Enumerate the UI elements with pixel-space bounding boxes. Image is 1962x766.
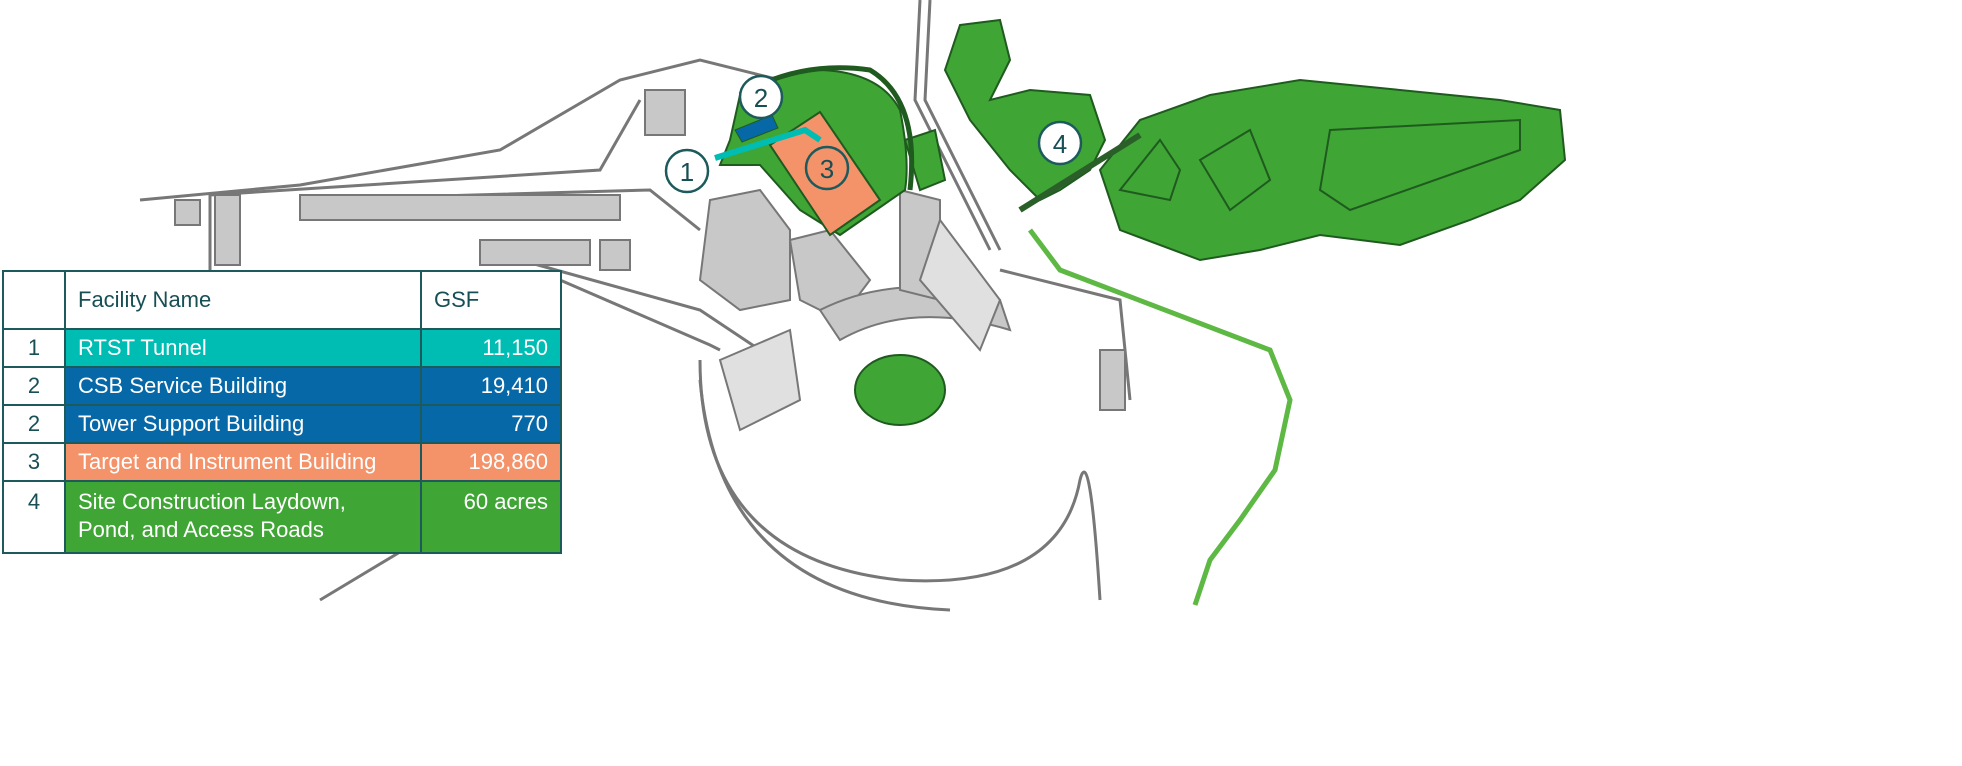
row-name: Target and Instrument Building bbox=[64, 442, 422, 482]
row-name: Site Construction Laydown, Pond, and Acc… bbox=[64, 480, 422, 554]
table-row: 2 Tower Support Building 770 bbox=[2, 404, 562, 444]
row-num: 3 bbox=[2, 442, 66, 482]
table-row: 1 RTST Tunnel 11,150 bbox=[2, 328, 562, 368]
table-row: 4 Site Construction Laydown, Pond, and A… bbox=[2, 480, 562, 554]
row-gsf: 60 acres bbox=[420, 480, 562, 554]
facility-service-building bbox=[734, 114, 779, 143]
header-gsf: GSF bbox=[420, 270, 562, 330]
site-road bbox=[1018, 132, 1142, 213]
buildings bbox=[174, 89, 1126, 432]
row-gsf: 19,410 bbox=[420, 366, 562, 406]
row-num: 2 bbox=[2, 404, 66, 444]
facility-table: Facility Name GSF 1 RTST Tunnel 11,150 2… bbox=[2, 270, 562, 554]
header-facility-name: Facility Name bbox=[64, 270, 422, 330]
green-outlines bbox=[738, 65, 1521, 212]
marker-4[interactable]: 4 bbox=[1037, 120, 1083, 166]
marker-label: 4 bbox=[1053, 129, 1067, 159]
table-row: 3 Target and Instrument Building 198,860 bbox=[2, 442, 562, 482]
facility-rtst-tunnel bbox=[714, 126, 822, 161]
row-name: RTST Tunnel bbox=[64, 328, 422, 368]
row-gsf: 11,150 bbox=[420, 328, 562, 368]
marker-3[interactable]: 3 bbox=[804, 145, 850, 191]
row-name: Tower Support Building bbox=[64, 404, 422, 444]
marker-label: 1 bbox=[680, 157, 694, 187]
marker-label: 2 bbox=[754, 83, 768, 113]
row-name: CSB Service Building bbox=[64, 366, 422, 406]
row-num: 1 bbox=[2, 328, 66, 368]
row-num: 4 bbox=[2, 480, 66, 554]
table-row: 2 CSB Service Building 19,410 bbox=[2, 366, 562, 406]
row-num: 2 bbox=[2, 366, 66, 406]
row-gsf: 770 bbox=[420, 404, 562, 444]
row-gsf: 198,860 bbox=[420, 442, 562, 482]
header-num bbox=[2, 270, 66, 330]
marker-2[interactable]: 2 bbox=[738, 74, 784, 120]
marker-1[interactable]: 1 bbox=[664, 148, 710, 194]
access-trail bbox=[1028, 228, 1293, 606]
table-header-row: Facility Name GSF bbox=[2, 270, 562, 330]
marker-label: 3 bbox=[820, 154, 834, 184]
